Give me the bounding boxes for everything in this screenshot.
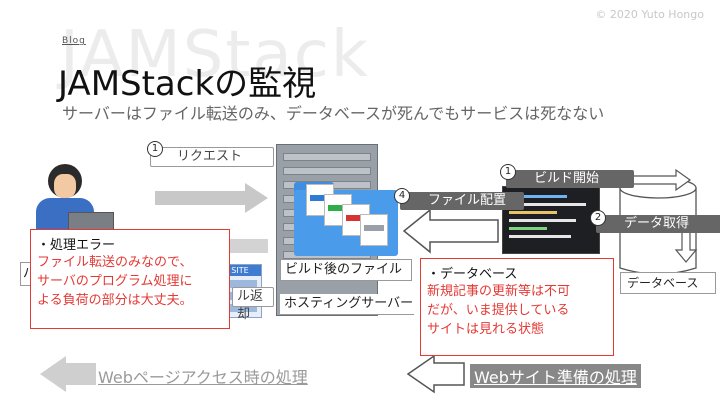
- file-icon: [306, 184, 334, 216]
- step-file-deploy-text: ファイル配置: [428, 193, 507, 208]
- database-note: ・データベース 新規記事の更新等は不可 だが、いま提供している サイトは見れる状…: [420, 258, 614, 356]
- database-note-line-1: 新規記事の更新等は不可: [427, 284, 571, 299]
- step-request-number: 1: [147, 141, 163, 157]
- processing-error-line-1: ファイル転送のみなので、: [37, 255, 193, 270]
- step-return-text: ル返却: [237, 289, 264, 322]
- page-title: JAMStackの監視: [58, 64, 317, 104]
- request-arrow: [155, 183, 268, 213]
- built-files-label: ビルド後のファイル: [280, 259, 412, 281]
- step-build-start-number: 1: [500, 164, 516, 180]
- step-request-label: リクエスト: [150, 147, 274, 167]
- user-face-icon: [54, 174, 76, 198]
- caption-left-arrow: [40, 356, 96, 392]
- processing-error-line-2: サーバのプログラム処理に: [37, 274, 193, 289]
- database-label: データベース: [620, 272, 716, 294]
- processing-error-heading: ・処理エラー: [37, 238, 116, 253]
- database-note-heading: ・データベース: [427, 267, 518, 282]
- step-data-fetch-text: データ取得: [624, 216, 690, 231]
- processing-error-line-3: よる負荷の部分は大丈夫。: [37, 293, 193, 308]
- step-file-deploy-label: ファイル配置: [400, 192, 524, 210]
- hosting-server-label: ホスティングサーバー: [280, 294, 414, 315]
- title-watermark: JAMStack: [60, 18, 370, 92]
- database-note-line-2: だが、いま提供している: [427, 303, 570, 318]
- caption-web-access: Webページアクセス時の処理: [98, 368, 308, 387]
- step-file-deploy-number: 4: [394, 188, 410, 204]
- step-data-fetch-number: 2: [590, 210, 606, 226]
- caption-right-arrow: [406, 354, 465, 394]
- step-data-fetch-label: データ取得: [596, 215, 720, 233]
- processing-error-note: ・処理エラー ファイル転送のみなので、 サーバのプログラム処理に よる負荷の部分…: [30, 229, 230, 329]
- page-subtitle: サーバーはファイル転送のみ、データベースが死んでもサービスは死なない: [62, 104, 605, 123]
- copyright: © 2020 Yuto Hongo: [595, 8, 704, 21]
- caption-site-preparation: Webサイト準備の処理: [470, 364, 641, 388]
- step-request-text: リクエスト: [177, 149, 243, 164]
- database-note-line-3: サイトは見れる状態: [427, 322, 545, 337]
- deploy-arrow: [402, 208, 499, 254]
- step-build-start-label: ビルド開始: [506, 170, 634, 188]
- site-sign: SITE: [219, 265, 261, 276]
- folder-icon: [294, 182, 398, 256]
- file-icon: [360, 214, 388, 246]
- breadcrumb[interactable]: Blog: [62, 36, 86, 46]
- step-return-label: ル返却: [232, 287, 274, 322]
- step-build-start-text: ビルド開始: [534, 171, 600, 186]
